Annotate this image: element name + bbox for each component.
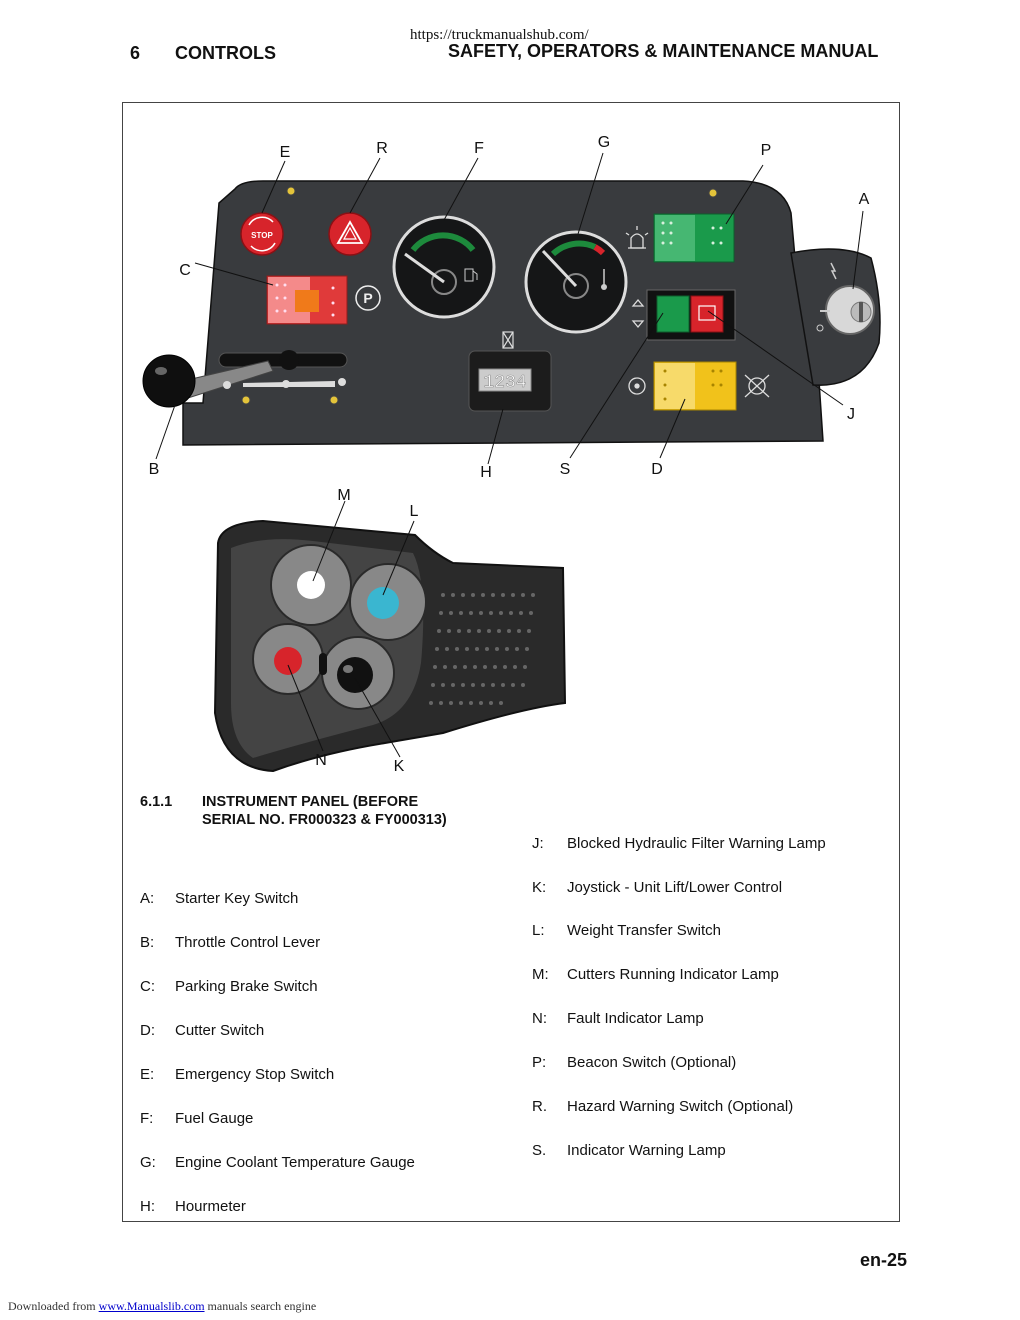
callout-g: G [598,134,610,151]
cutters-running-lamp [297,571,325,599]
manualslib-link[interactable]: www.Manualslib.com [98,1299,205,1313]
panel-screws [241,186,718,405]
callout-d: D [651,461,663,478]
callout-f: F [474,140,484,157]
beacon-icon [625,226,649,249]
instrument-panel-diagram: STOP P [142,134,881,775]
weight-transfer-switch [367,587,399,619]
figure-frame [122,102,900,1222]
callout-n: N [315,752,327,769]
fuel-gauge [392,215,496,319]
throttle-control-lever[interactable] [142,350,348,408]
stop-label: STOP [251,231,273,240]
coolant-temperature-gauge [524,230,628,334]
source-url[interactable]: https://truckmanualshub.com/ [410,27,589,43]
cutter-switch[interactable] [653,361,737,411]
fault-indicator-lamp [274,647,302,675]
footer: Downloaded from www.Manualslib.com manua… [8,1299,317,1313]
hourglass-icon [502,331,514,349]
svg-text:P: P [363,290,372,306]
figure-caption-line2: SERIAL NO. FR000323 & FY000313) [202,812,447,828]
callout-p: P [761,142,772,159]
callout-c: C [179,262,191,279]
indicator-lamp-panel [646,289,736,341]
callout-leaders [155,152,864,758]
up-down-arrows-icon [631,298,645,329]
callout-r: R [376,140,388,157]
figure-caption-line1: INSTRUMENT PANEL (BEFORE [202,794,419,810]
figure-number: 6.1.1 [140,794,173,810]
joystick-grip[interactable] [213,519,567,773]
manual-title: SAFETY, OPERATORS & MAINTENANCE MANUAL [448,41,879,61]
callout-b: B [149,461,160,478]
hourmeter-digits: 1234 [483,373,526,393]
hazard-warning-button[interactable] [328,212,372,256]
throttle-scale-icon [223,378,346,389]
callout-a: A [859,191,870,208]
section-number: 6 [130,43,141,63]
hourmeter: 1234 [468,350,552,412]
callout-j: J [847,406,855,423]
callout-e: E [280,144,291,161]
parking-brake-icon: P [355,285,381,311]
callout-k: K [394,758,405,775]
callout-s: S [560,461,571,478]
page-number: en-25 [860,1250,908,1270]
cutter-on-icon [628,377,646,395]
beacon-switch[interactable] [653,213,735,263]
callout-l: L [410,503,419,520]
hydraulic-filter-warning-lamp [690,295,724,333]
parking-brake-switch[interactable] [266,275,348,325]
callout-h: H [480,464,492,481]
lift-lower-knob [337,657,373,693]
callout-m: M [337,487,350,504]
cutter-off-icon [744,374,770,398]
section-title: CONTROLS [175,43,276,63]
